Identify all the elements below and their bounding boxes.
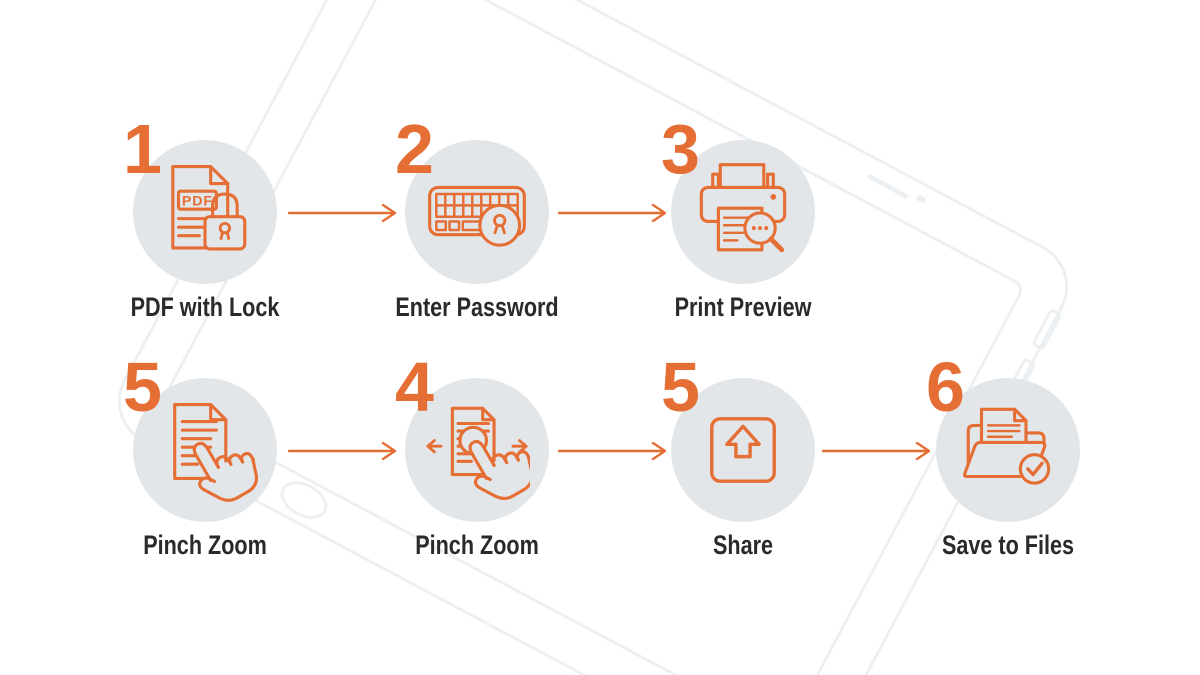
step-enter-password: 2 Enter Password	[395, 114, 559, 322]
share-icon	[710, 417, 776, 483]
step-number: 6	[926, 348, 965, 426]
step-label: Print Preview	[674, 292, 812, 322]
document-pinch-zoom-icon	[426, 406, 530, 500]
step-number: 3	[661, 110, 700, 188]
step-number: 5	[661, 348, 700, 426]
step-label: PDF with Lock	[130, 292, 280, 322]
step-label: Pinch Zoom	[143, 530, 267, 560]
step-save-to-files: 6 Save to Files	[926, 352, 1080, 560]
svg-text:PDF: PDF	[182, 193, 213, 209]
step-label: Save to Files	[941, 530, 1075, 560]
step-label: Pinch Zoom	[415, 530, 539, 560]
step-circle	[133, 140, 277, 284]
flow-arrow	[558, 441, 667, 461]
pdf-lock-icon: PDF	[171, 165, 247, 251]
tablet-outline-watermark	[101, 0, 1085, 675]
flow-arrow	[558, 203, 667, 223]
tablet-camera-mark	[866, 173, 909, 200]
step-pdf-with-lock: 1 PDF PDF with Lock	[123, 114, 279, 322]
tablet-volume-button-outline	[1030, 307, 1064, 352]
step-pinch-zoom-tap: 5 Pinch Zoom	[123, 352, 277, 560]
folder-save-check-icon	[963, 407, 1051, 485]
step-print-preview: 3 Print Preview	[661, 114, 815, 322]
step-share: 5 Share	[661, 352, 815, 560]
step-number: 5	[123, 348, 162, 426]
flow-arrow	[288, 441, 397, 461]
step-number: 1	[123, 110, 162, 188]
tablet-camera-dot	[915, 194, 927, 204]
document-tap-icon	[173, 403, 258, 502]
tablet-screen-outline	[159, 0, 1027, 675]
step-number: 4	[395, 348, 434, 426]
step-pinch-zoom-spread: 4 Pinch Zoom	[395, 352, 549, 560]
step-label: Share	[712, 530, 774, 560]
step-label: Enter Password	[395, 292, 559, 322]
flow-arrow	[822, 441, 931, 461]
step-circle	[671, 378, 815, 522]
step-number: 2	[395, 110, 434, 188]
flow-arrow	[288, 203, 397, 223]
print-preview-icon	[699, 163, 787, 253]
keyboard-password-icon	[428, 185, 526, 247]
